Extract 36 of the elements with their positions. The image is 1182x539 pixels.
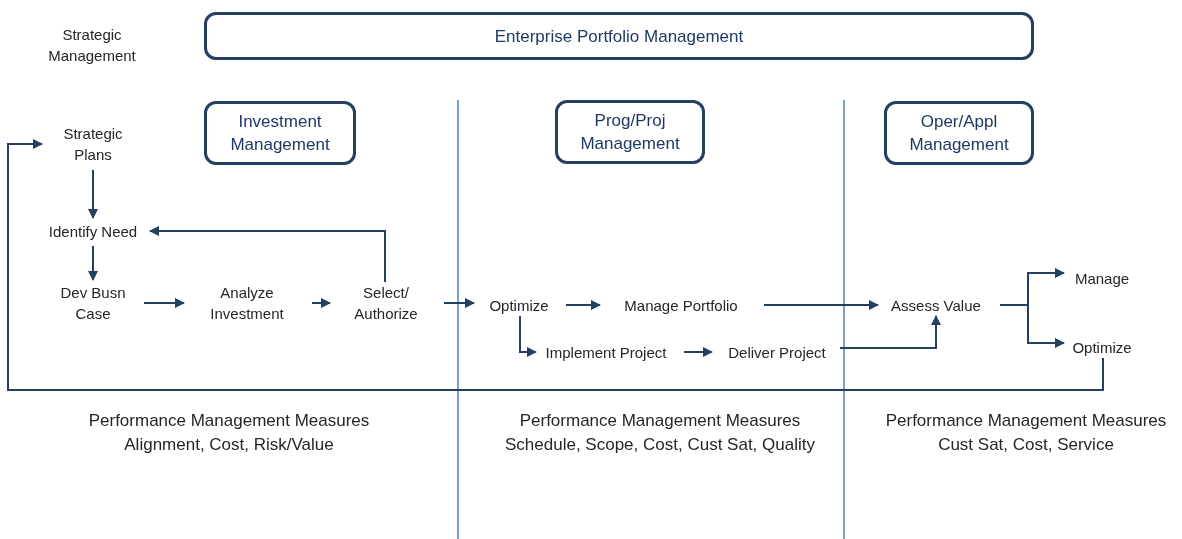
arrow bbox=[443, 298, 475, 308]
step-label: Strategic Plans bbox=[50, 122, 136, 166]
caption-text: Strategic Management bbox=[47, 25, 137, 66]
step-label: Optimize bbox=[480, 294, 558, 316]
arrow bbox=[565, 300, 601, 310]
caption-text: Alignment, Cost, Risk/Value bbox=[123, 434, 335, 456]
arrow bbox=[311, 298, 331, 308]
rounded-box: Prog/Proj Management bbox=[555, 100, 705, 164]
caption-text: Schedule, Scope, Cost, Cust Sat, Quality bbox=[504, 434, 816, 456]
rounded-box: Investment Management bbox=[204, 101, 356, 165]
rounded-box: Enterprise Portfolio Management bbox=[204, 12, 1034, 60]
caption-text: Performance Management Measures bbox=[87, 410, 371, 432]
arrow bbox=[763, 300, 879, 310]
step-label: Dev Busn Case bbox=[50, 282, 136, 324]
arrow bbox=[519, 315, 537, 357]
arrow bbox=[88, 169, 98, 219]
step-label: Deliver Project bbox=[718, 341, 836, 363]
arrow bbox=[839, 315, 941, 349]
step-label: Identify Need bbox=[36, 220, 150, 242]
step-label: Select/ Authorize bbox=[336, 282, 436, 324]
step-label: Analyze Investment bbox=[190, 282, 304, 324]
step-label: Manage Portfolio bbox=[606, 294, 756, 316]
caption-text: Performance Management Measures bbox=[884, 410, 1168, 432]
arrow bbox=[683, 347, 713, 357]
caption-text: Performance Management Measures bbox=[518, 410, 802, 432]
arrow bbox=[143, 298, 185, 308]
arrow bbox=[999, 304, 1065, 348]
arrow bbox=[149, 226, 386, 283]
arrow bbox=[7, 139, 1104, 391]
step-label: Assess Value bbox=[884, 294, 988, 316]
step-label: Optimize bbox=[1064, 336, 1140, 358]
step-label: Manage bbox=[1064, 267, 1140, 289]
step-label: Implement Project bbox=[536, 341, 676, 363]
caption-text: Cust Sat, Cost, Service bbox=[937, 434, 1115, 456]
rounded-box: Oper/Appl Management bbox=[884, 101, 1034, 165]
arrow bbox=[88, 245, 98, 281]
